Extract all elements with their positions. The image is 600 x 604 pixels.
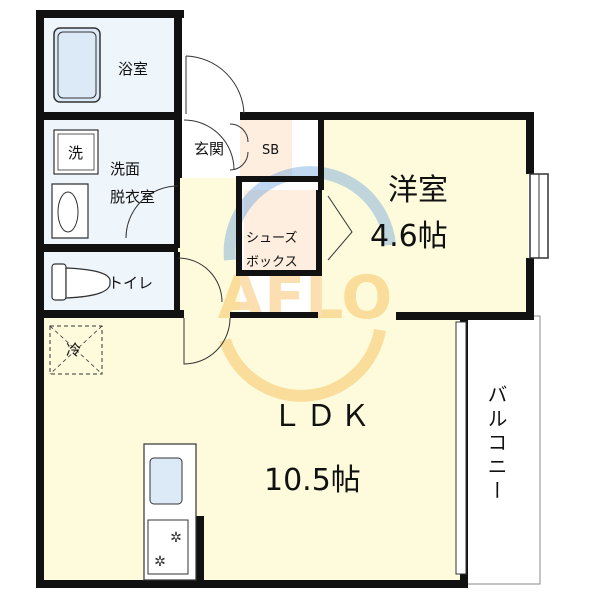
ldk-label: ＬＤＫ: [272, 399, 374, 434]
ldk-floor: [40, 316, 464, 584]
sb-floor: [240, 120, 292, 176]
western-room-label: 洋室: [388, 173, 448, 208]
bathtub: [53, 27, 101, 103]
hall-floor: [178, 178, 240, 318]
toilet-fixture: [51, 263, 111, 301]
balcony-window: [455, 321, 467, 575]
entrance-floor: [178, 120, 238, 176]
washroom-label-1: 洗面: [110, 160, 141, 178]
balcony-floor: [465, 315, 541, 585]
washer-box: [53, 129, 99, 175]
entrance-label: 玄関: [194, 140, 225, 158]
shoebox-label-2: ボックス: [246, 255, 298, 270]
ldk-size: 10.5帖: [264, 463, 361, 498]
kitchen-sink: [149, 457, 183, 505]
stove: ✲ ✲: [147, 519, 189, 575]
shoebox-label-1: シューズ: [246, 231, 298, 246]
svg-text:✲: ✲: [154, 554, 166, 570]
western-room-size: 4.6帖: [370, 219, 448, 254]
toilet-label: トイレ: [108, 274, 154, 292]
fridge-space: [49, 325, 103, 375]
fridge-label: 冷: [66, 341, 82, 359]
washer-label: 洗: [68, 144, 84, 162]
sb-label: SB: [262, 143, 280, 158]
balcony-label: バルコニー: [484, 384, 508, 504]
svg-text:✲: ✲: [170, 530, 182, 546]
bath-label: 浴室: [118, 60, 149, 78]
western-room-floor: [322, 114, 528, 318]
washroom-label-2: 脱衣室: [110, 188, 156, 206]
shoebox-floor: [244, 190, 316, 270]
